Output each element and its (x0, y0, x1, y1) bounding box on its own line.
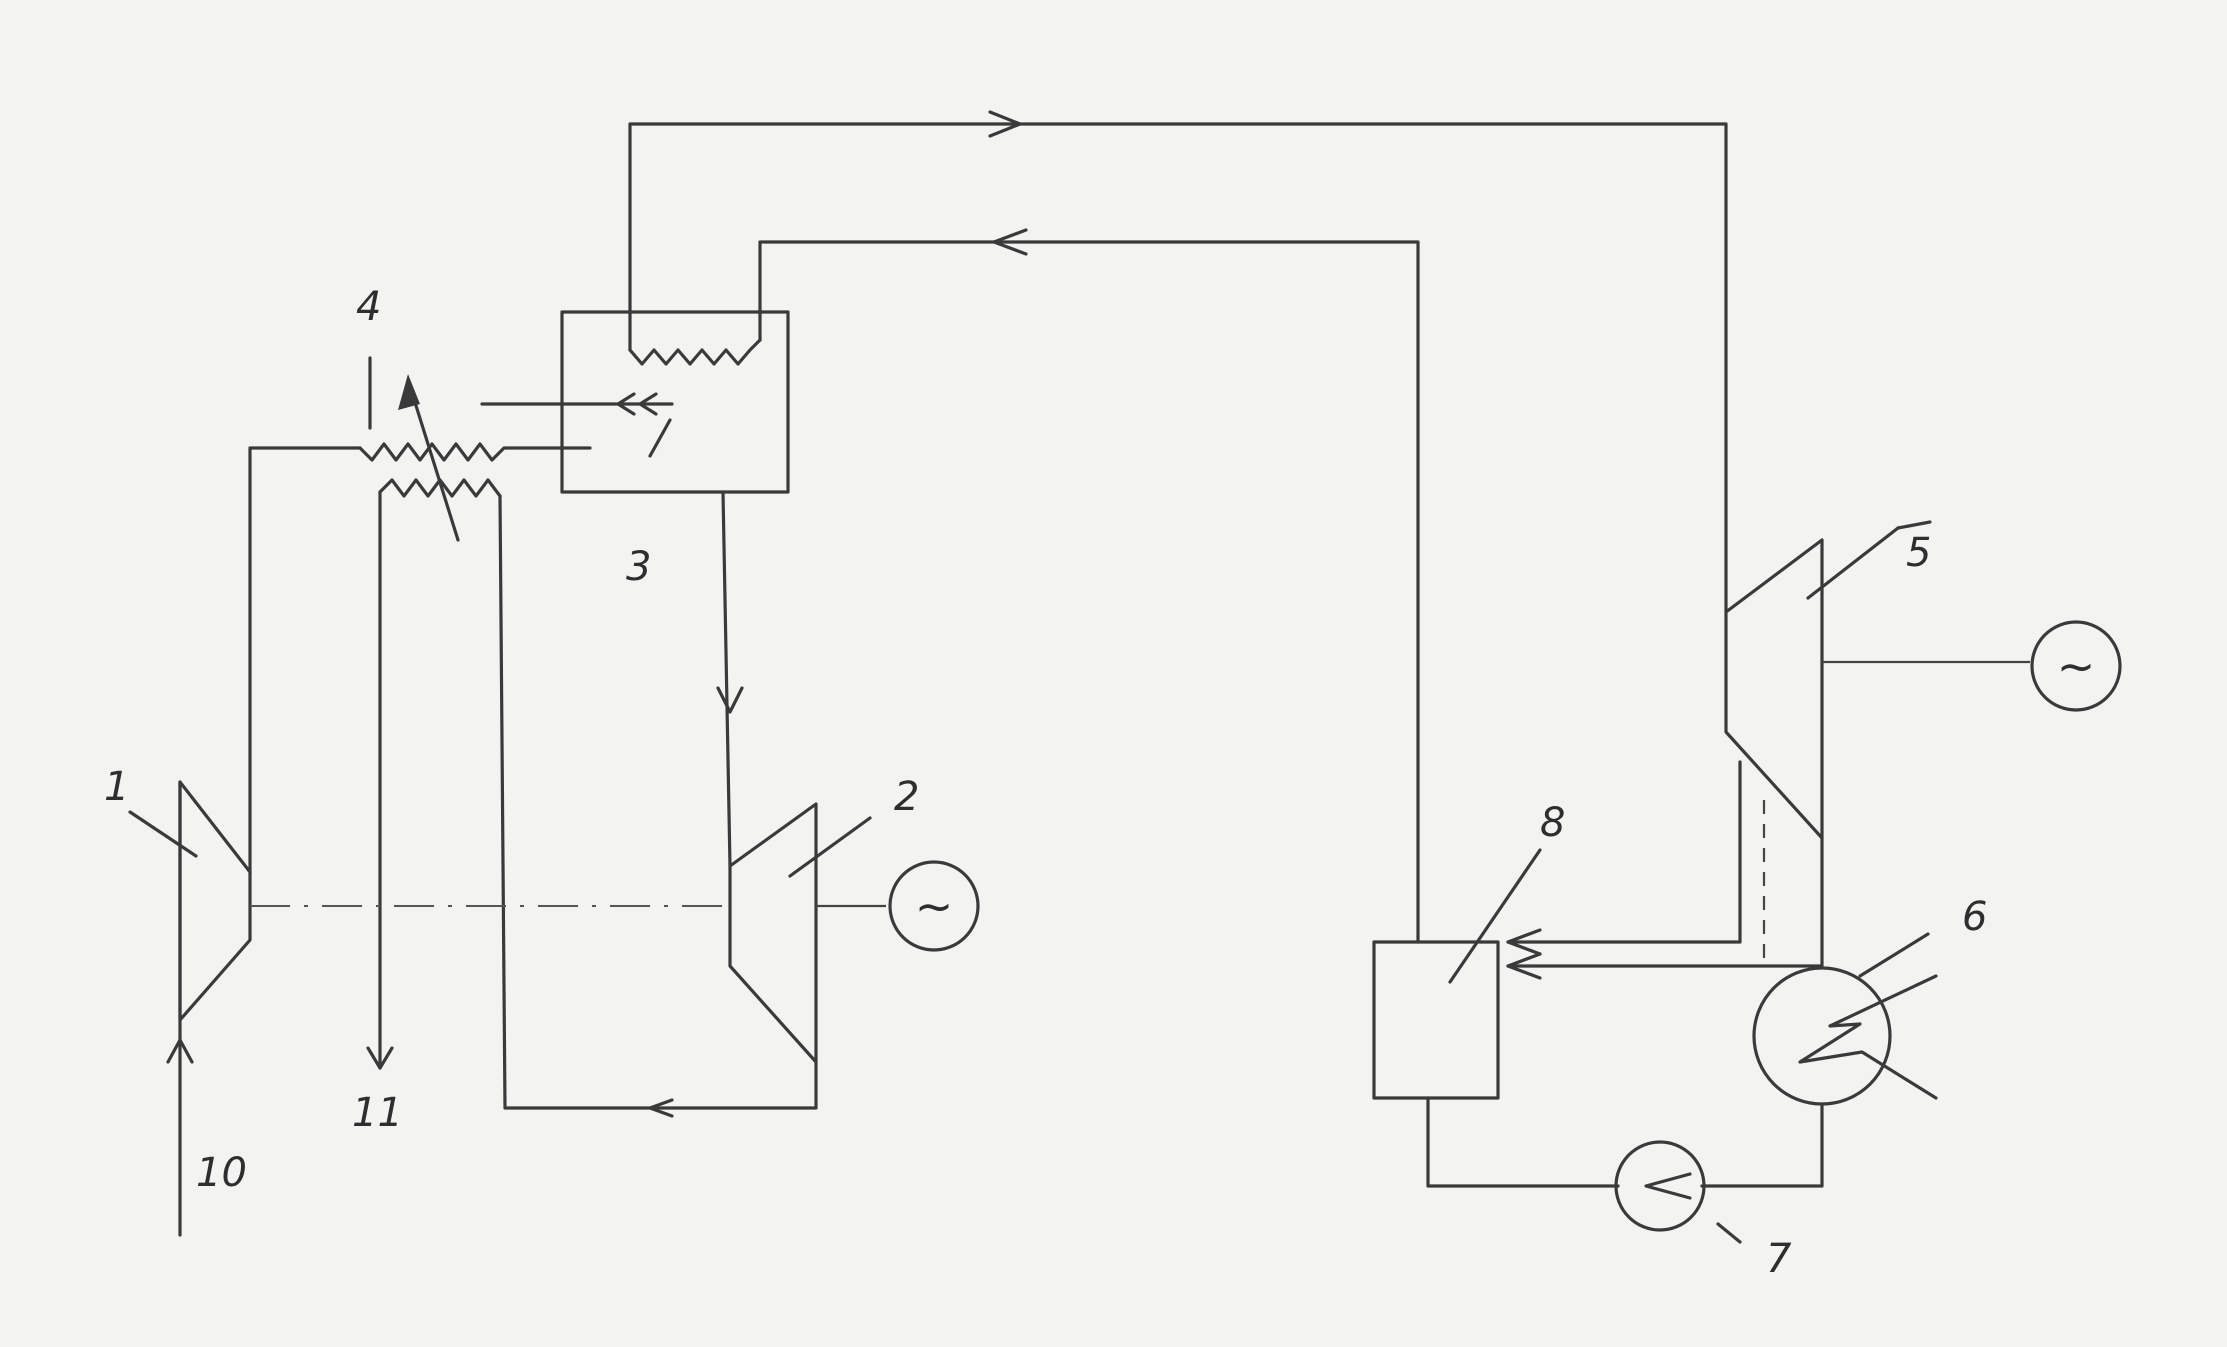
pipe-pump-condenser (1426, 1096, 1620, 1188)
pipe-extraction (1506, 760, 1742, 944)
arrow-icon (992, 228, 1028, 256)
label-steam-turbine: 5 (1906, 530, 1931, 576)
pipe-pump-loop (1700, 1102, 1824, 1188)
label-exhaust-outlet: 11 (352, 1090, 403, 1136)
steam-loop (628, 110, 1728, 944)
compressor (166, 780, 252, 1237)
pipe-compressor-recuperator (248, 446, 362, 874)
label-air-inlet: 10 (196, 1150, 247, 1196)
pipe-exhaust-condenser (1506, 836, 1824, 968)
label-condenser: 8 (1540, 800, 1565, 846)
label-gas-turbine: 2 (894, 774, 919, 820)
pump (1614, 1140, 1742, 1244)
combustion-chamber (480, 310, 790, 494)
arrow-icon (988, 110, 1022, 138)
arrow-icon (1506, 928, 1542, 956)
generator-symbol-gas: ~ (915, 879, 954, 933)
arrow-icon (366, 1046, 394, 1070)
label-compressor: 1 (104, 764, 129, 810)
arrow-icon (1644, 1172, 1692, 1200)
boiler (1752, 932, 1938, 1106)
condenser (1372, 848, 1542, 1100)
arrow-icon (648, 1098, 674, 1118)
generator-icon (888, 860, 980, 952)
generator-icon (2030, 620, 2122, 712)
coil-icon (358, 442, 592, 462)
coil-icon (628, 338, 762, 366)
pipe-chamber-turbine (721, 490, 732, 868)
arrow-icon (716, 686, 744, 714)
pipe-turbine-return (498, 494, 818, 1110)
label-boiler: 6 (1962, 894, 1987, 940)
arrow-icon (638, 392, 658, 416)
arrow-icon (166, 1038, 194, 1064)
coil-icon (1798, 974, 1938, 1100)
arrow-icon (1506, 952, 1542, 980)
label-recuperator: 4 (356, 284, 381, 330)
arrow-icon (398, 374, 420, 410)
label-pump: 7 (1766, 1236, 1792, 1282)
recuperator (358, 356, 592, 542)
arrow-icon (616, 392, 636, 416)
label-combustion-chamber: 3 (626, 544, 651, 590)
generator-symbol-steam: ~ (2057, 639, 2096, 693)
gas-turbine (728, 802, 980, 1064)
pump-icon (1614, 1140, 1706, 1232)
